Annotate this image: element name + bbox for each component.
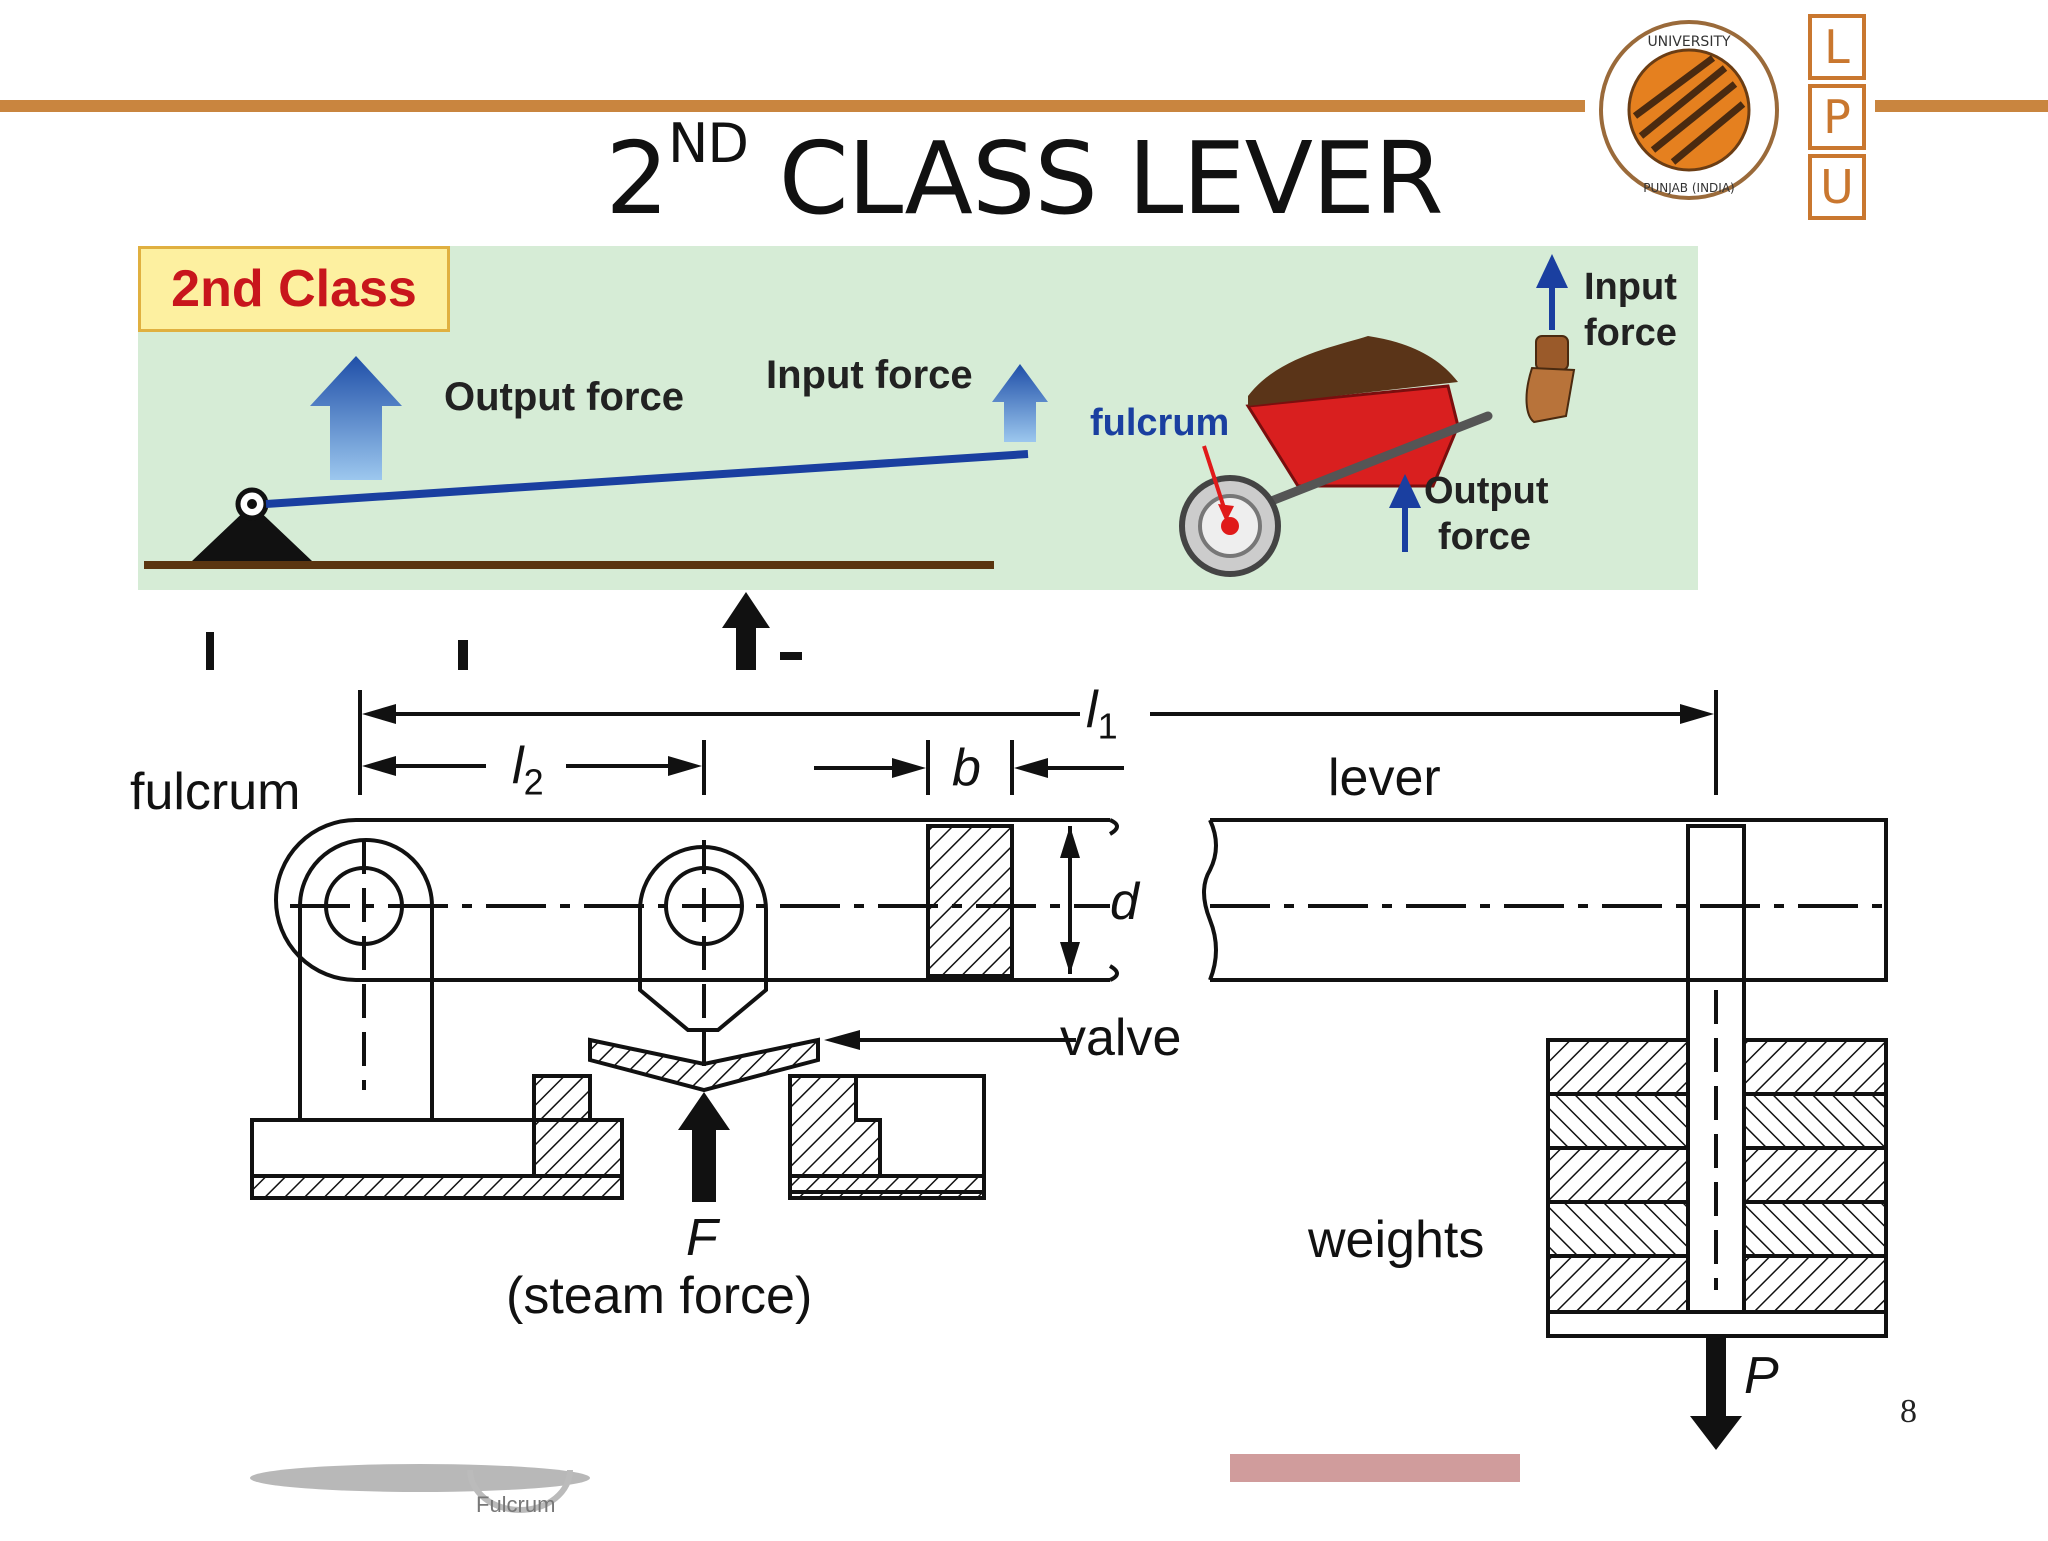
steam-force-label: (steam force) [506,1267,813,1325]
wheelbarrow-icon [1179,335,1576,577]
lever-illustration-graphic [144,254,1576,577]
lpu-letter: U [1808,154,1866,220]
wheelbarrow-input-label: Input force [1584,266,1677,354]
wheelbarrow-fulcrum-label: fulcrum [1090,402,1230,444]
valve-label: valve [1060,1009,1182,1067]
lpu-letter-blocks: L P U [1808,14,1866,224]
wheelbarrow-output-arrow-icon [1389,474,1421,508]
steam-force-arrow-icon [678,1092,730,1202]
lpu-letter: L [1808,14,1866,80]
second-class-lever-illustration: 2nd Class [138,246,1698,590]
slide-title: 2ND CLASS LEVER [605,112,1443,237]
wheelbarrow-output-label: Output force [1424,470,1549,558]
wheelbarrow-input-arrow-icon [1536,254,1568,288]
lever-label: lever [1328,749,1441,807]
force-P-label: P [1744,1347,1779,1405]
force-F-label: F [686,1209,718,1267]
thickness-d-label: d [1110,873,1139,931]
length-l1-label: l1 [1086,681,1118,747]
weights-label: weights [1308,1211,1485,1269]
background-fulcrum-caption: Fulcrum [476,1492,556,1517]
input-force-label: Input force [766,353,973,397]
class-badge: 2nd Class [138,246,450,332]
background-image-remnant [250,1454,1520,1513]
length-l2-label: l2 [512,737,544,803]
page-number: 8 [1900,1393,1917,1430]
header-rule-left [0,100,1585,112]
lpu-letter: P [1808,84,1866,150]
safety-valve-lever-diagram: fulcrum lever valve weights (steam force… [0,590,2048,1541]
svg-text:PUNJAB (INDIA): PUNJAB (INDIA) [1643,181,1734,195]
svg-text:UNIVERSITY: UNIVERSITY [1647,34,1731,50]
header-rule-right [1875,100,2048,112]
hidden-figure-fragment [206,592,802,670]
width-b-label: b [952,739,981,797]
output-force-label: Output force [444,375,684,419]
output-force-arrow-icon [310,356,402,480]
fulcrum-label: fulcrum [130,763,301,821]
university-seal-logo: UNIVERSITY PUNJAB (INDIA) [1599,20,1779,200]
safety-valve-lever-graphic [250,690,1888,1450]
input-force-arrow-icon [992,364,1048,442]
load-force-arrow-icon [1690,1416,1742,1450]
